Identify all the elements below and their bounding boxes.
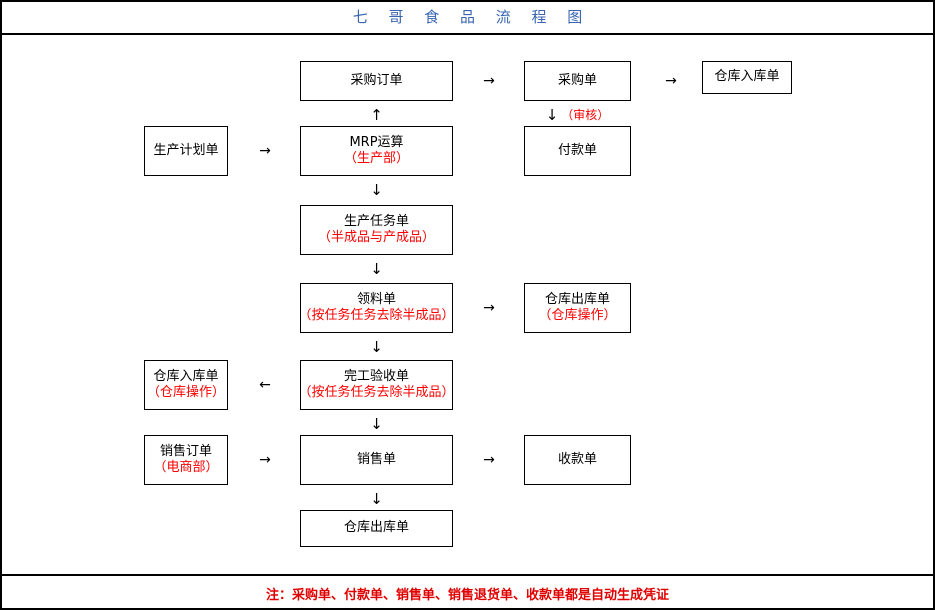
node-warehouse-in-top[interactable]: 仓库入库单 [702,61,792,94]
node-purchase-order-label: 采购订单 [350,72,403,88]
node-warehouse-in-top-label: 仓库入库单 [714,69,780,85]
node-warehouse-in-left[interactable]: 仓库入库单 （仓库操作） [144,360,228,410]
connector-audit-note: （审核） [561,108,610,122]
arrow-down-icon: ↓ [545,105,559,124]
frame-right-border [933,0,935,610]
node-production-task[interactable]: 生产任务单 （半成品与产成品） [300,205,453,255]
arrow-down-icon: ↓ [370,259,383,278]
footer-note: 注：采购单、付款单、销售单、销售退货单、收款单都是自动生成凭证 [265,587,669,603]
connector-purchase-order-to-purchase-bill: → [472,73,506,89]
node-completion-check-label: 完工验收单 [343,368,409,384]
frame-footer-divider [0,574,935,576]
frame-title-divider [0,33,935,35]
connector-requisition-to-completion: ↓ [300,337,453,357]
node-production-plan-label: 生产计划单 [153,142,219,158]
node-mrp-sublabel: （生产部） [343,151,409,166]
connector-sales-bill-to-warehouse-out: ↓ [300,489,453,509]
node-mrp[interactable]: MRP运算 （生产部） [300,126,453,176]
node-sales-order-label: 销售订单 [159,443,212,459]
node-payment-bill-label: 付款单 [557,142,597,158]
node-completion-check[interactable]: 完工验收单 （按任务任务去除半成品） [298,360,455,410]
frame-bottom-border [0,608,935,610]
arrow-right-icon: → [483,452,495,468]
node-payment-bill[interactable]: 付款单 [524,126,631,176]
connector-completion-to-sales-bill: ↓ [300,414,453,434]
node-warehouse-out-bottom-label: 仓库出库单 [343,520,409,536]
node-purchase-bill-label: 采购单 [557,72,597,88]
node-receipt-bill-label: 收款单 [557,451,597,467]
node-purchase-order[interactable]: 采购订单 [300,61,453,101]
node-warehouse-in-left-label: 仓库入库单 [153,368,219,384]
node-warehouse-out-bottom[interactable]: 仓库出库单 [300,510,453,547]
node-sales-order-sublabel: （电商部） [153,460,219,475]
arrow-up-icon: ↑ [370,105,383,124]
connector-plan-to-mrp: → [248,143,282,159]
connector-mrp-to-production-task: ↓ [300,180,453,200]
node-warehouse-out-mid-sublabel: （仓库操作） [538,308,617,323]
arrow-down-icon: ↓ [370,414,383,433]
node-mrp-label: MRP运算 [349,134,404,150]
chart-title-bar: 七 哥 食 品 流 程 图 [0,0,935,33]
arrow-right-icon: → [665,73,677,89]
frame-top-border [0,0,935,2]
connector-purchase-bill-to-warehouse-in: → [654,73,688,89]
connector-sales-order-to-sales-bill: → [248,452,282,468]
connector-purchase-bill-to-payment: ↓ （审核） [524,105,631,125]
node-completion-check-sublabel: （按任务任务去除半成品） [298,385,455,400]
connector-task-to-requisition: ↓ [300,259,453,279]
connector-sales-bill-to-receipt: → [472,452,506,468]
arrow-down-icon: ↓ [370,180,383,199]
arrow-right-icon: → [483,73,495,89]
frame-left-border [0,0,2,610]
node-warehouse-out-mid-label: 仓库出库单 [544,291,610,307]
node-purchase-bill[interactable]: 采购单 [524,61,631,101]
arrow-right-icon: → [483,300,495,316]
node-sales-bill[interactable]: 销售单 [300,435,453,485]
node-sales-order[interactable]: 销售订单 （电商部） [144,435,228,485]
node-material-requisition-label: 领料单 [356,291,396,307]
node-production-plan[interactable]: 生产计划单 [144,126,228,176]
diagram-canvas: 采购订单 → 采购单 → 仓库入库单 ↓ （审核） ↑ 生产计划单 → [0,35,935,572]
node-material-requisition[interactable]: 领料单 （按任务任务去除半成品） [298,283,455,333]
node-production-task-sublabel: （半成品与产成品） [317,230,435,245]
node-sales-bill-label: 销售单 [356,451,396,467]
arrow-down-icon: ↓ [370,337,383,356]
arrow-right-icon: → [259,143,271,159]
node-warehouse-in-left-sublabel: （仓库操作） [146,385,225,400]
node-warehouse-out-mid[interactable]: 仓库出库单 （仓库操作） [524,283,631,333]
node-material-requisition-sublabel: （按任务任务去除半成品） [298,308,455,323]
page-title: 七 哥 食 品 流 程 图 [352,8,591,26]
node-production-task-label: 生产任务单 [343,213,409,229]
arrow-down-icon: ↓ [370,489,383,508]
connector-completion-to-warehouse-in: ← [248,377,282,393]
footer-note-bar: 注：采购单、付款单、销售单、销售退货单、收款单都是自动生成凭证 [0,576,935,610]
connector-requisition-to-warehouse-out: → [472,300,506,316]
node-receipt-bill[interactable]: 收款单 [524,435,631,485]
arrow-left-icon: ← [259,377,271,393]
arrow-right-icon: → [259,452,271,468]
connector-mrp-to-purchase-order: ↑ [300,105,453,125]
